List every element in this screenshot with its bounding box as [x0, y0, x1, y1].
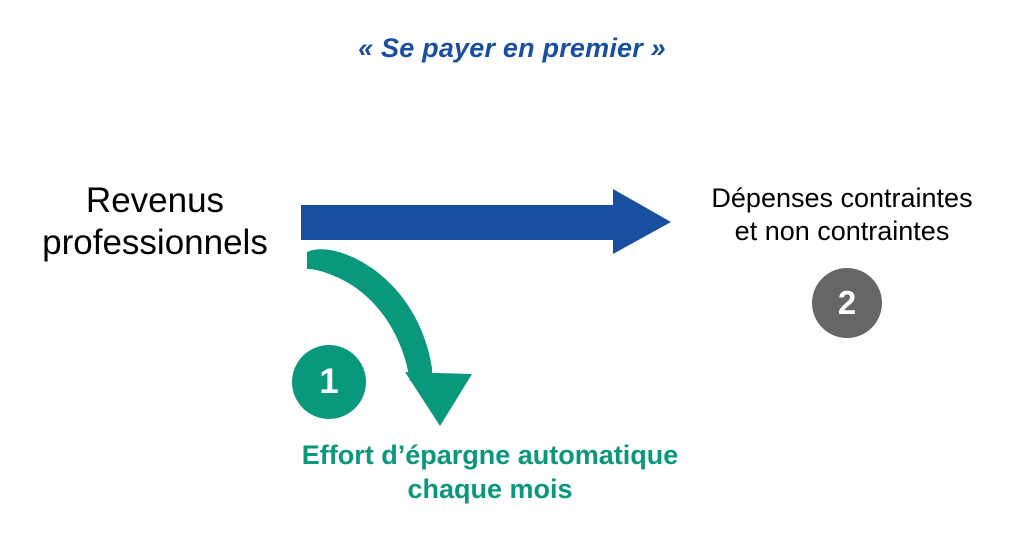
savings-label-line2: chaque mois — [407, 474, 573, 504]
income-label: Revenus professionnels — [10, 180, 300, 264]
expenses-label-line1: Dépenses contraintes — [711, 183, 973, 213]
savings-label: Effort d’épargne automatique chaque mois — [200, 438, 780, 506]
step-badge-2: 2 — [812, 268, 882, 338]
savings-label-line1: Effort d’épargne automatique — [301, 440, 679, 470]
income-label-line1: Revenus — [85, 181, 225, 220]
green-curved-arrow-icon — [307, 249, 472, 426]
expenses-label-line2: et non contraintes — [734, 216, 950, 246]
step-badge-1: 1 — [292, 345, 366, 419]
expenses-label: Dépenses contraintes et non contraintes — [672, 182, 1012, 248]
blue-right-arrow-icon — [301, 189, 671, 254]
income-label-line2: professionnels — [42, 223, 268, 262]
page-title: « Se payer en premier » — [358, 33, 666, 63]
